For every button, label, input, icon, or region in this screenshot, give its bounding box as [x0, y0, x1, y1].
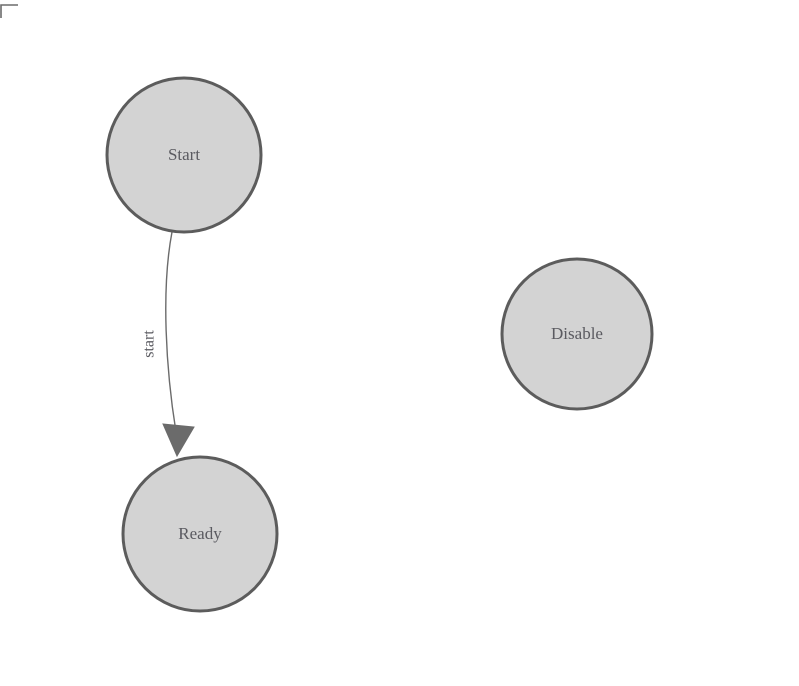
edge-path: [165, 231, 177, 433]
edge-label-group: start: [141, 330, 158, 358]
edge-start-to-ready[interactable]: start: [141, 231, 195, 458]
node-ready-circle[interactable]: [121, 455, 279, 613]
node-disable[interactable]: Disable: [500, 257, 654, 411]
node-ready[interactable]: Ready: [121, 455, 279, 613]
node-start[interactable]: Start: [105, 76, 263, 234]
node-disable-circle[interactable]: [500, 257, 654, 411]
node-start-circle[interactable]: [105, 76, 263, 234]
node-ready-label: Ready: [178, 524, 222, 543]
edge-arrowhead-icon: [162, 423, 195, 458]
node-disable-label: Disable: [551, 324, 603, 343]
selection-corner-mark-icon: [0, 4, 18, 18]
edge-label-start: start: [141, 330, 158, 358]
node-start-label: Start: [168, 145, 200, 164]
